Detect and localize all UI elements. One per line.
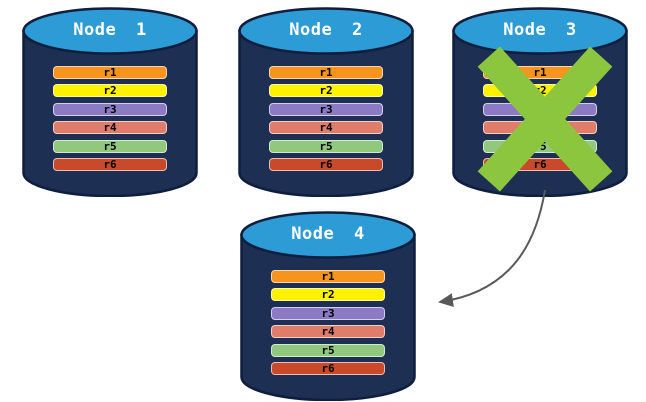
replica-row-label: r6 [533, 157, 547, 171]
arrow-path [438, 189, 546, 308]
node-2-label: Node 2 [289, 20, 363, 40]
replica-row: r4 [271, 325, 385, 339]
replica-row-label: r4 [103, 121, 117, 135]
cylinder-top [238, 7, 414, 55]
replica-row: r1 [53, 66, 167, 79]
replica-row-label: r6 [103, 157, 117, 171]
replica-row-label: r3 [321, 306, 335, 320]
replica-row-label: r4 [319, 121, 333, 135]
replica-row: r5 [53, 139, 167, 153]
replica-row: r1 [271, 270, 385, 283]
node-3-rows: r1 r2 r3 r4 r5 r6 [483, 66, 597, 171]
replica-row: r2 [269, 84, 383, 98]
cylinder-top [240, 211, 416, 259]
node-4-label: Node 4 [291, 224, 365, 244]
replica-row-label: r5 [103, 139, 117, 153]
replica-row-label: r3 [533, 102, 547, 116]
replica-row-label: r1 [533, 66, 547, 79]
replica-row: r6 [269, 157, 383, 171]
replica-row-label: r2 [321, 288, 335, 302]
node-3-label: Node 3 [503, 20, 577, 40]
replica-row-label: r6 [319, 157, 333, 171]
replica-row: r2 [53, 84, 167, 98]
replica-row: r3 [269, 102, 383, 116]
node-3: Node 3 r1 r2 r3 r4 r5 r6 [451, 7, 629, 197]
replica-row: r3 [271, 306, 385, 320]
replica-row-label: r3 [103, 102, 117, 116]
replica-row: r3 [483, 102, 597, 116]
replica-row-label: r3 [319, 102, 333, 116]
cylinder-top [22, 7, 198, 55]
node-1-rows: r1 r2 r3 r4 r5 r6 [53, 66, 167, 171]
replica-row-label: r1 [319, 66, 333, 79]
replica-row-label: r5 [533, 139, 547, 153]
replica-row-label: r6 [321, 361, 335, 375]
node-4-rows: r1 r2 r3 r4 r5 r6 [271, 270, 385, 375]
replica-row: r5 [483, 139, 597, 153]
replica-row-label: r2 [319, 84, 333, 98]
replica-row-label: r2 [103, 84, 117, 98]
replica-row: r5 [269, 139, 383, 153]
replica-row-label: r4 [321, 325, 335, 339]
node-1: Node 1 r1 r2 r3 r4 r5 r6 [21, 7, 199, 197]
replica-row-label: r1 [321, 270, 335, 283]
replica-row: r5 [271, 343, 385, 357]
replica-row-label: r2 [533, 84, 547, 98]
replica-row-label: r5 [321, 343, 335, 357]
replica-row: r6 [483, 157, 597, 171]
replica-row-label: r5 [319, 139, 333, 153]
replica-row-label: r4 [533, 121, 547, 135]
replica-row: r1 [269, 66, 383, 79]
replica-row: r6 [53, 157, 167, 171]
replica-row: r3 [53, 102, 167, 116]
replica-row: r1 [483, 66, 597, 79]
replica-row: r4 [483, 121, 597, 135]
replication-arrow [438, 189, 546, 308]
node-4: Node 4 r1 r2 r3 r4 r5 r6 [239, 211, 417, 401]
replica-row: r6 [271, 361, 385, 375]
node-2: Node 2 r1 r2 r3 r4 r5 r6 [237, 7, 415, 197]
replica-row: r2 [483, 84, 597, 98]
replica-row: r4 [269, 121, 383, 135]
node-1-label: Node 1 [73, 20, 147, 40]
node-2-rows: r1 r2 r3 r4 r5 r6 [269, 66, 383, 171]
replica-row: r2 [271, 288, 385, 302]
replica-row: r4 [53, 121, 167, 135]
replica-row-label: r1 [103, 66, 117, 79]
